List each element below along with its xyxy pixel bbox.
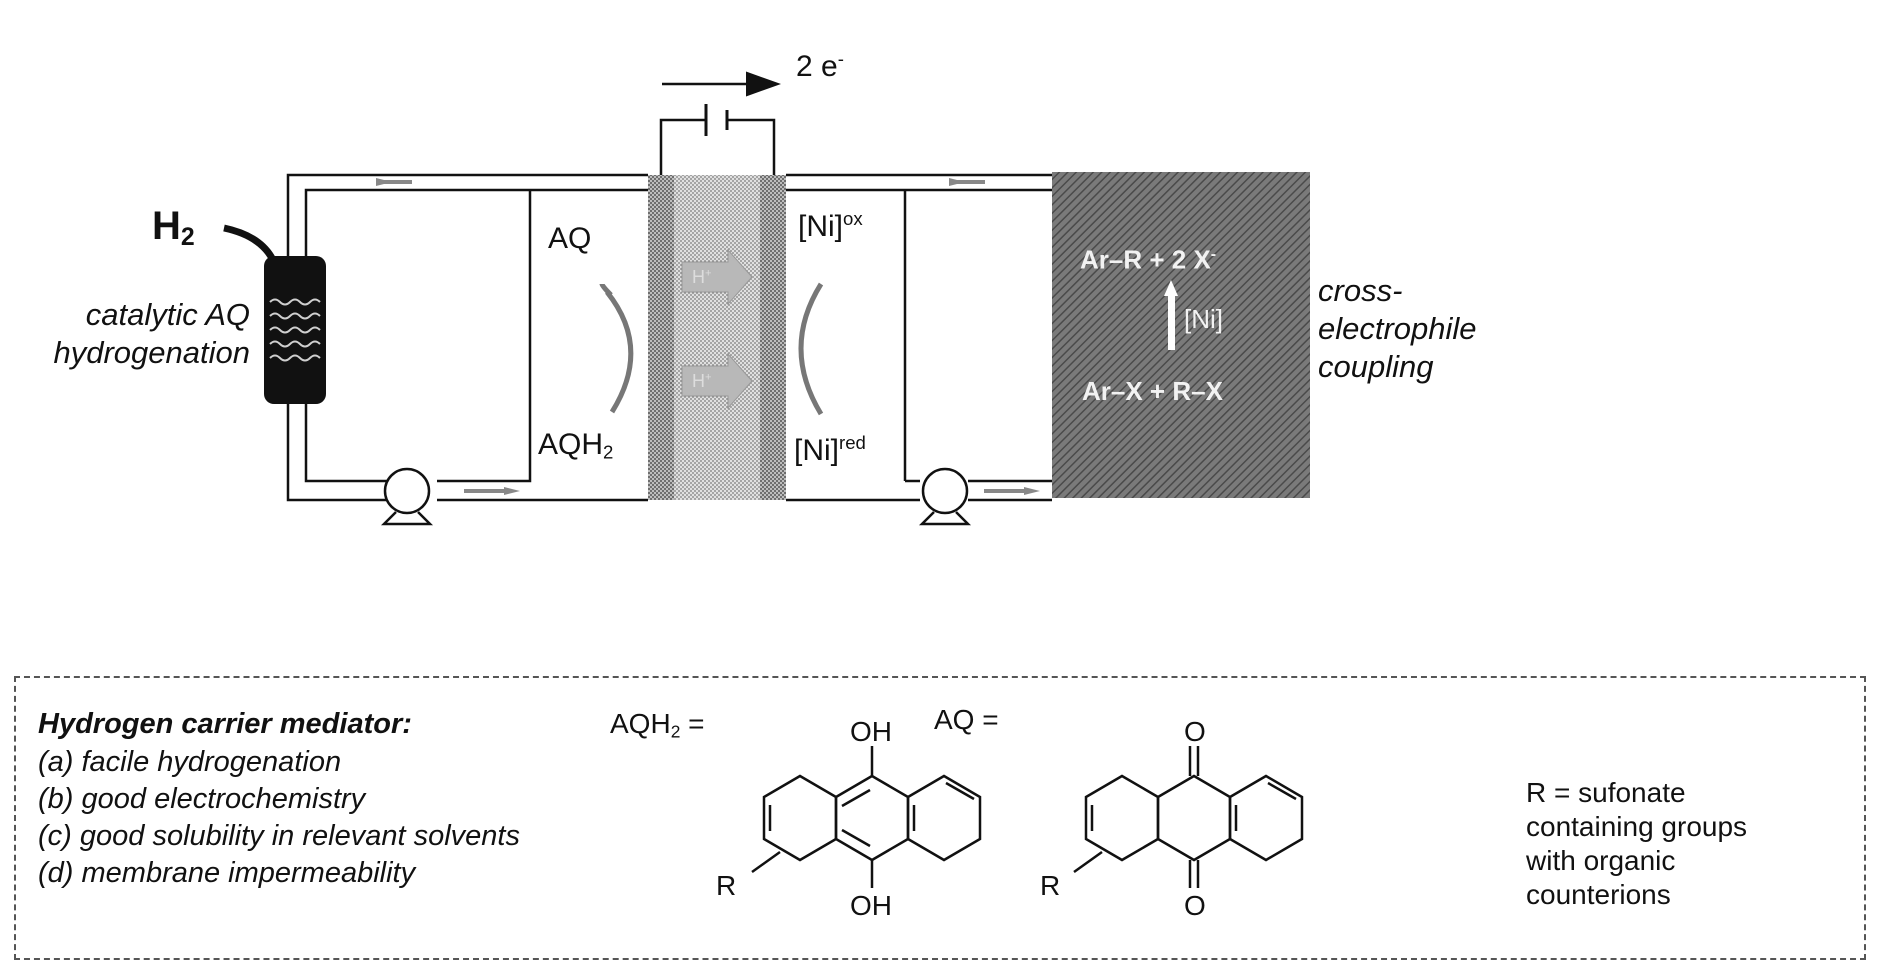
aq-redox-arc (602, 284, 631, 412)
legend-items: (a) facile hydrogenation (b) good electr… (38, 744, 520, 892)
cathode-electrode (760, 175, 786, 500)
proton-label-top: H+ (692, 268, 712, 286)
aq-equation-label: AQ = (934, 706, 999, 734)
r-label-aqh2: R (716, 872, 736, 900)
oh-top-label: OH (850, 718, 892, 746)
h2-inlet-tube (224, 228, 274, 262)
legend-item: (a) facile hydrogenation (38, 744, 520, 781)
h2-label: H2 (152, 206, 195, 251)
reactor-product: Ar–R + 2 X- (1080, 246, 1216, 273)
o-bottom-label: O (1184, 892, 1206, 920)
xec-label: cross- electrophile coupling (1318, 272, 1477, 386)
legend-item: (b) good electrochemistry (38, 781, 520, 818)
ni-ox-label: [Ni]ox (798, 210, 863, 242)
pump-right-icon (922, 469, 968, 524)
aq-label: AQ (548, 224, 591, 254)
reactor-catalyst: [Ni] (1184, 306, 1223, 332)
membrane (674, 175, 760, 500)
anode-electrode (648, 175, 674, 500)
aqh2-label: AQH2 (538, 430, 613, 462)
ni-red-label: [Ni]red (794, 434, 866, 466)
catalyst-cartridge (264, 256, 326, 404)
electron-label: 2 e- (796, 50, 844, 82)
coupling-reactor (1052, 172, 1310, 498)
oh-bottom-label: OH (850, 892, 892, 920)
r-label-aq: R (1040, 872, 1060, 900)
reactor-substrates: Ar–X + R–X (1082, 378, 1223, 404)
legend-item: (c) good solubility in relevant solvents (38, 818, 520, 855)
legend-title: Hydrogen carrier mediator: (38, 710, 412, 739)
r-definition: R = sufonate containing groups with orga… (1526, 776, 1747, 912)
pump-left-icon (384, 469, 430, 524)
legend-item: (d) membrane impermeability (38, 855, 520, 892)
power-source-icon (661, 104, 774, 178)
o-top-label: O (1184, 718, 1206, 746)
aqh2-equation-label: AQH2 = (610, 710, 704, 741)
proton-label-bottom: H+ (692, 372, 712, 390)
catalyst-label: catalytic AQ hydrogenation (46, 296, 250, 372)
ni-redox-arc (801, 284, 821, 414)
reactor-arrow (1168, 292, 1175, 350)
